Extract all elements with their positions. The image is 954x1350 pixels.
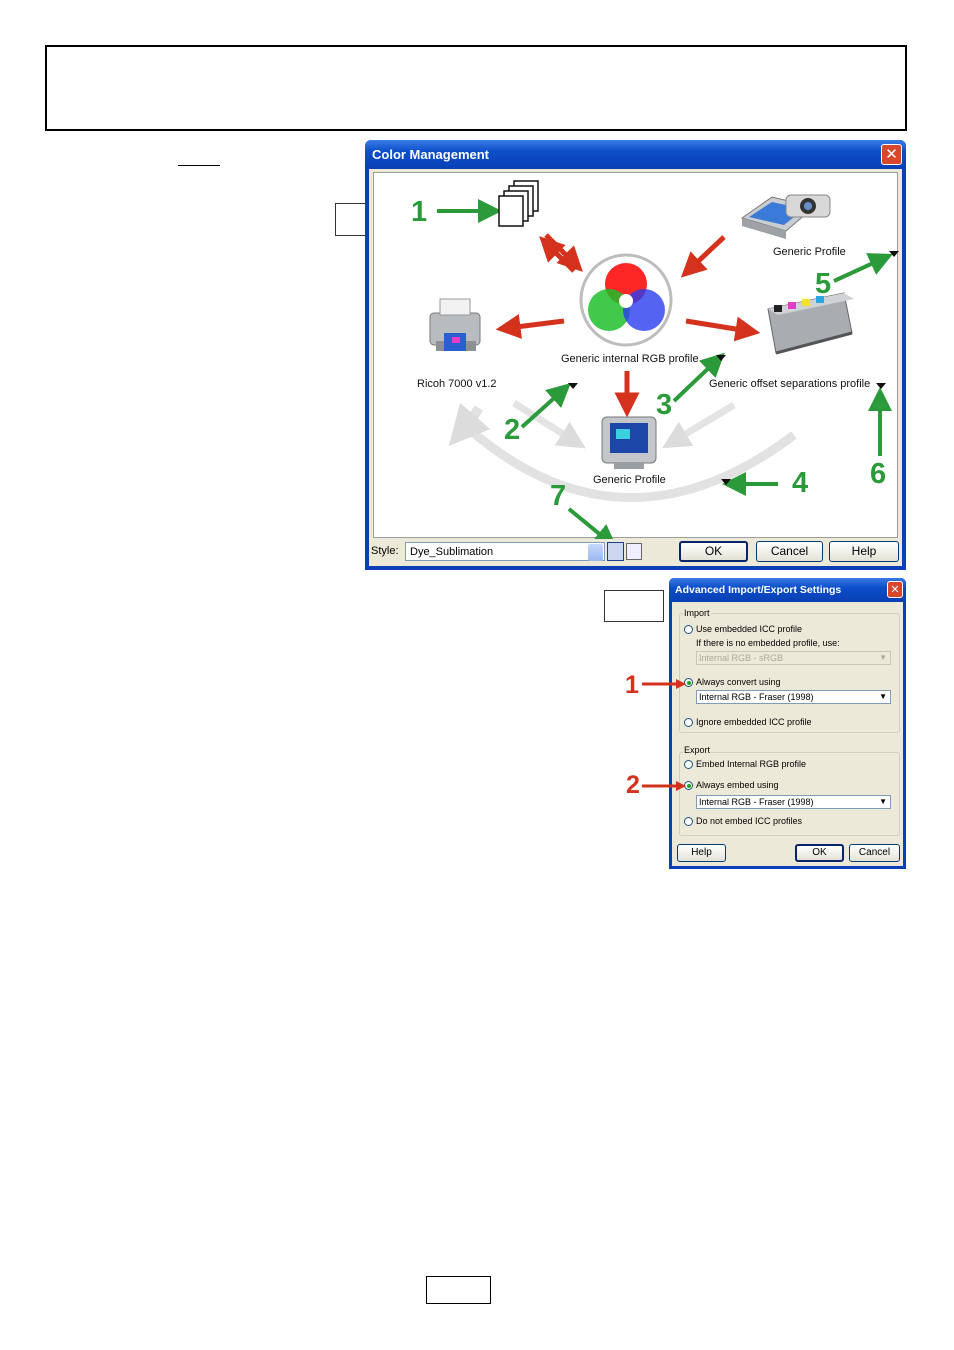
convert-profile-select[interactable]: Internal RGB - Fraser (1998) ▼ [696,690,891,704]
ok-button[interactable]: OK [795,844,844,862]
import-group-label: Import [683,608,711,618]
dialog-body: Generic Profile Generic internal RGB pro… [369,169,902,566]
ok-button[interactable]: OK [679,541,748,562]
monitor-icon [601,416,657,469]
window-title: Advanced Import/Export Settings [675,584,842,596]
chevron-down-icon[interactable] [588,544,603,561]
underline-stub [178,165,220,166]
cancel-button[interactable]: Cancel [756,541,823,562]
callout-number-1: 1 [411,196,428,228]
always-embed-label: Always embed using [696,780,779,790]
always-convert-radio[interactable] [684,678,693,687]
callout-arrow-2 [520,382,571,429]
gray-arrow-press-monitor [661,401,736,449]
red-callout-arrows [642,679,686,791]
style-label: Style: [371,545,399,557]
internal-rgb-dropdown-arrow[interactable] [716,355,726,361]
monitor-dropdown-arrow[interactable] [721,479,731,485]
no-embedded-note: If there is no embedded profile, use: [696,638,840,648]
embed-internal-label: Embed Internal RGB profile [696,759,807,769]
workflow-diagram [429,180,893,539]
embed-profile-select[interactable]: Internal RGB - Fraser (1998) ▼ [696,795,891,809]
help-button[interactable]: Help [829,541,899,562]
fallback-profile-select: Internal RGB - sRGB ▼ [696,651,891,665]
save-style-icon[interactable] [607,542,624,561]
delete-style-icon[interactable] [626,543,642,560]
workflow-canvas: Generic Profile Generic internal RGB pro… [373,172,899,539]
embed-profile-value: Internal RGB - Fraser (1998) [699,797,814,807]
red-callout-number-1: 1 [625,671,639,699]
figure-label-box-2 [604,590,664,622]
close-button[interactable]: ✕ [881,144,902,165]
monitor-profile-label: Generic Profile [593,474,666,486]
window-title: Color Management [372,147,490,162]
arc-arrow-left [448,402,491,447]
style-select[interactable]: Dye_Sublimation [405,542,605,561]
scanner-camera-icon [740,194,831,239]
convert-profile-value: Internal RGB - Fraser (1998) [699,692,814,702]
gray-arrow-printer-monitor [512,400,586,449]
do-not-embed-radio[interactable] [684,817,693,826]
callout-number-6: 6 [870,458,887,490]
ignore-embedded-label: Ignore embedded ICC profile [696,717,812,727]
cancel-button[interactable]: Cancel [849,844,900,862]
callout-number-4: 4 [792,467,809,499]
printer-icon [429,298,481,351]
callout-number-5: 5 [815,268,832,300]
always-convert-label: Always convert using [696,677,781,687]
color-management-window: Color Management ✕ [365,140,906,570]
red-arrow-doc-to-rgb [544,233,583,272]
workflow-arc [466,425,797,502]
do-not-embed-label: Do not embed ICC profiles [696,816,803,826]
internal-rgb-label: Generic internal RGB profile [561,353,699,365]
dialog-body: Import Use embedded ICC profile If there… [672,602,903,866]
export-group-label: Export [683,745,712,755]
document-stack-icon [498,180,539,227]
red-callout-number-2: 2 [626,771,640,799]
import-group [679,613,900,733]
callout-number-3: 3 [656,389,673,421]
page-number-box [426,1276,491,1304]
scanner-profile-dropdown-arrow[interactable] [889,251,899,257]
close-button[interactable]: ✕ [887,581,903,598]
fallback-profile-value: Internal RGB - sRGB [699,653,784,663]
use-embedded-label: Use embedded ICC profile [696,624,803,634]
red-arrow-rgb-to-press [685,316,761,342]
callout-arrow-5 [833,253,893,283]
separations-dropdown-arrow[interactable] [876,383,886,389]
callout-arrow-3 [672,352,725,403]
callout-number-7: 7 [550,480,567,512]
callout-arrow-7 [567,507,618,539]
chevron-down-icon[interactable]: ▼ [879,692,887,701]
chevron-down-icon[interactable]: ▼ [879,797,887,806]
help-button[interactable]: Help [677,844,726,862]
callout-number-2: 2 [504,414,521,446]
separations-label: Generic offset separations profile [709,378,871,390]
chevron-down-icon: ▼ [879,653,887,662]
title-bar: Advanced Import/Export Settings ✕ [669,578,906,602]
style-select-value: Dye_Sublimation [410,546,494,558]
ignore-embedded-radio[interactable] [684,718,693,727]
title-bar: Color Management ✕ [365,140,906,169]
export-group [679,752,900,836]
header-box [45,45,907,131]
use-embedded-radio[interactable] [684,625,693,634]
scanner-profile-label: Generic Profile [773,246,846,258]
offset-press-icon [767,292,854,355]
advanced-settings-window: Advanced Import/Export Settings ✕ Import… [669,578,906,869]
printer-label: Ricoh 7000 v1.2 [417,378,497,390]
rgb-profile-icon [579,253,673,347]
embed-internal-radio[interactable] [684,760,693,769]
red-arrow-scanner-to-rgb [680,235,726,278]
red-arrow-rgb-to-printer [495,314,565,339]
printer-dropdown-arrow[interactable] [568,383,578,389]
